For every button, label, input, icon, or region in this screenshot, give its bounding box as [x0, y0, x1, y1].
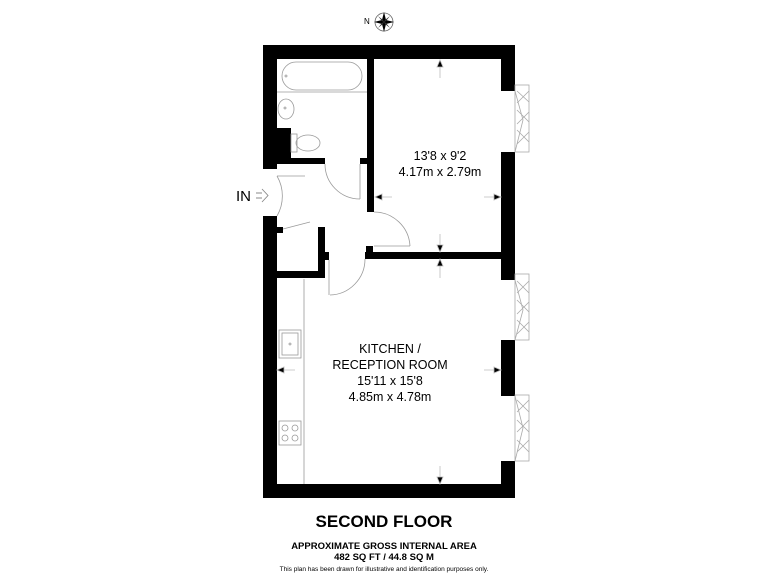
- hob-icon: [278, 420, 302, 446]
- fixtures: [277, 61, 367, 484]
- window-reception-1: [514, 273, 530, 341]
- compass-north-label: N: [364, 17, 370, 26]
- toilet-icon: [290, 133, 321, 153]
- kitchen-reception-name-1: KITCHEN /: [359, 342, 421, 356]
- bedroom-label: 13'8 x 9'2 4.17m x 2.79m: [380, 148, 500, 180]
- window-reception-2: [514, 394, 530, 462]
- basin-icon: [277, 98, 295, 120]
- kitchen-reception-label: KITCHEN / RECEPTION ROOM 15'11 x 15'8 4.…: [315, 341, 465, 405]
- bath-icon: [277, 61, 367, 93]
- entrance-label: IN: [236, 188, 251, 205]
- floor-title: SECOND FLOOR: [315, 512, 453, 531]
- kitchen-reception-dims-imperial: 15'11 x 15'8: [357, 374, 423, 388]
- entrance-door: [276, 175, 283, 217]
- bathroom-door: [324, 163, 361, 200]
- bedroom-door: [373, 211, 411, 247]
- sink-icon: [278, 329, 302, 359]
- bedroom-dims-imperial: 13'8 x 9'2: [413, 149, 467, 163]
- kitchen-reception-name-2: RECEPTION ROOM: [332, 358, 448, 372]
- windows: [514, 84, 530, 462]
- bedroom-dims-metric: 4.17m x 2.79m: [398, 165, 482, 179]
- disclaimer: This plan has been drawn for illustrativ…: [279, 566, 489, 573]
- walls: [263, 45, 515, 498]
- area-heading: APPROXIMATE GROSS INTERNAL AREA: [291, 541, 477, 552]
- doors: [276, 163, 411, 296]
- area-value: 482 SQ FT / 44.8 SQ M: [334, 552, 434, 563]
- compass-rose-icon: [374, 12, 394, 32]
- window-bedroom: [514, 84, 530, 153]
- reception-door: [329, 258, 366, 296]
- entrance-arrow-icon: [256, 188, 269, 203]
- dimension-arrow-icon: [275, 58, 503, 486]
- kitchen-reception-dims-metric: 4.85m x 4.78m: [348, 390, 432, 404]
